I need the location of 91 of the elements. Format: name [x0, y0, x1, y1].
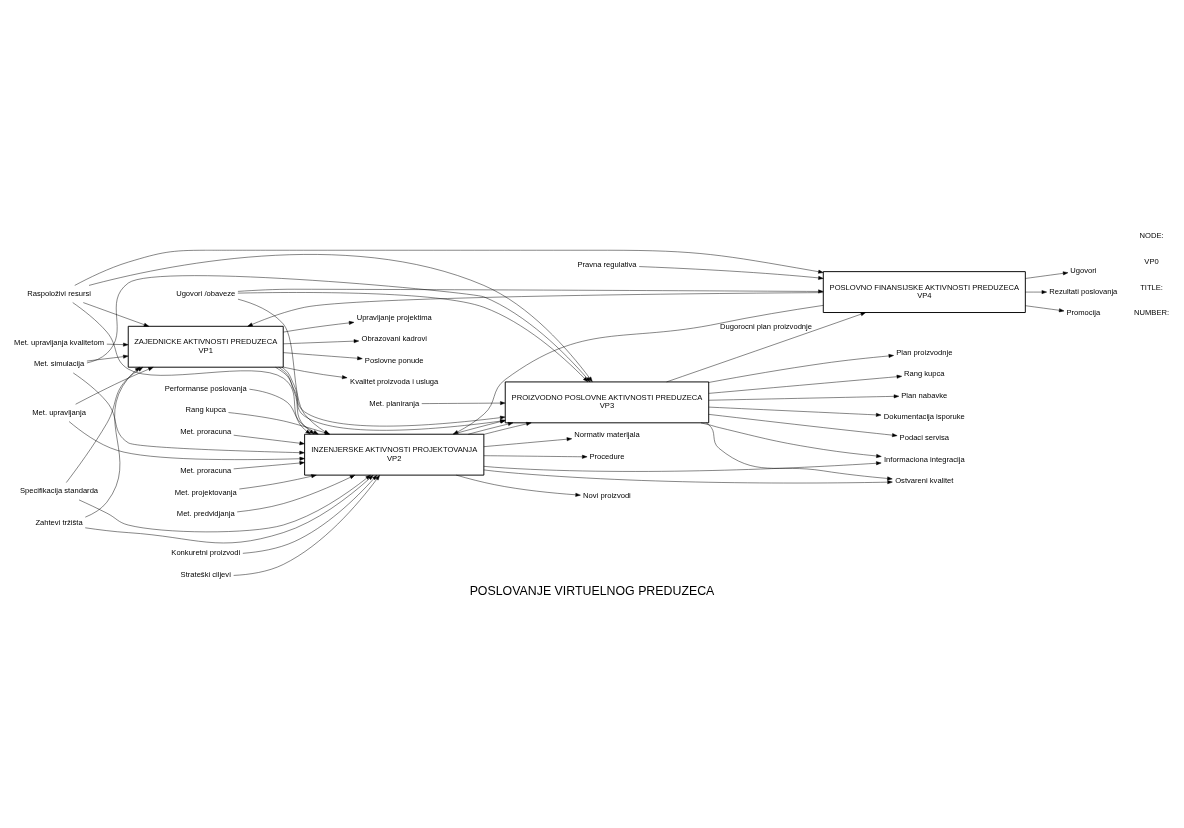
node-text: Obrazovani kadrovi: [361, 333, 427, 343]
node-text: Zahtevi tržišta: [35, 517, 83, 527]
arrow: [700, 422, 882, 458]
arrow: [452, 419, 506, 434]
node-text: Poslovne ponude: [364, 355, 424, 365]
node-text: Procedure: [589, 451, 625, 461]
arrow: [283, 366, 348, 379]
node-text: Novi proizvodi: [583, 490, 631, 500]
arrow: [283, 338, 360, 344]
arrow: [83, 301, 150, 327]
node-text: Rezultati poslovanja: [1049, 286, 1118, 296]
arrow: [1025, 270, 1069, 279]
node-text: Met. predvidjanja: [176, 508, 235, 518]
arrow: [283, 320, 355, 332]
arrow: [74, 249, 824, 286]
node-text: Met. proracuna: [180, 426, 232, 436]
node-text: Ostvareni kvalitet: [895, 475, 954, 485]
arrow: [453, 304, 824, 434]
arrow: [468, 421, 514, 434]
arrow: [242, 474, 378, 554]
arrow: [66, 366, 144, 483]
node-box: POSLOVNO FINANSIJSKE AKTIVNOSTI PREDUZECA VP4: [822, 270, 1026, 313]
arrow: [708, 353, 894, 383]
node-text: Met. projektovanja: [174, 487, 237, 497]
arrow: [666, 311, 866, 382]
arrow: [706, 422, 893, 480]
arrow: [249, 388, 319, 434]
node-text: Met. simulacija: [33, 358, 85, 368]
node-text: Met. upravljanja: [32, 407, 86, 417]
arrow: [456, 474, 581, 497]
node-text: Specifikacija standarda: [20, 485, 99, 495]
label: NUMBER:: [1134, 307, 1170, 317]
arrow: [708, 413, 898, 437]
node-text: Met. proracuna: [180, 465, 232, 475]
arrow: [1025, 289, 1047, 294]
node-text: Performanse poslovanja: [164, 383, 247, 393]
label: VP0: [1144, 256, 1159, 266]
arrow: [237, 288, 824, 293]
arrow: [233, 474, 380, 576]
node-text: Podaci servisa: [899, 432, 950, 442]
node-box: ZAJEDNICKE AKTIVNOSTI PREDUZECA VP1: [127, 325, 284, 368]
arrow: [85, 474, 374, 543]
node-text: Met. upravljanja kvalitetom: [14, 337, 105, 347]
arrow: [421, 400, 506, 405]
arrow: [708, 406, 882, 417]
node-text: Upravljanje projektima: [356, 312, 432, 322]
arrow: [483, 454, 588, 459]
arrow: [283, 351, 363, 360]
arrow: [483, 469, 893, 484]
arrow: [75, 366, 154, 404]
node-text: Konkuretni proizvodi: [171, 547, 241, 557]
arrow: [236, 474, 356, 512]
node-text: Rang kupca: [185, 404, 226, 414]
arrow: [239, 473, 317, 489]
arrow: [1025, 304, 1065, 312]
node-text: Met. planiranja: [369, 398, 420, 408]
edge-label: Dugorocni plan proizvodnje: [719, 321, 813, 331]
arrow: [708, 374, 902, 394]
node-text: Kvalitet proizvoda i usluga: [350, 376, 439, 386]
node-text: Raspoloživi resursi: [27, 288, 91, 298]
node-text: Plan nabavke: [901, 390, 948, 400]
node-text: Dokumentacija isporuke: [883, 411, 965, 421]
arrow: [106, 342, 129, 346]
arrow: [78, 474, 371, 532]
arrow: [68, 420, 305, 461]
node-text: Pravna regulativa: [577, 259, 637, 269]
arrow: [233, 460, 305, 469]
arrow: [86, 354, 129, 361]
node-text: Strateški ciljevi: [180, 569, 231, 579]
label: NODE:: [1139, 230, 1164, 240]
node-text: Normativ materijala: [574, 429, 640, 439]
label: TITLE:: [1140, 282, 1163, 292]
arrow: [73, 372, 305, 455]
node-box: PROIZVODNO POSLOVNE AKTIVNOSTI PREDUZECA VP3: [504, 380, 710, 423]
node-text: Ugovori: [1070, 265, 1097, 274]
arrow: [247, 291, 824, 327]
node-text: Promocija: [1066, 307, 1101, 317]
arrow: [638, 265, 824, 280]
node-text: Informaciona integracija: [884, 454, 965, 464]
arrow: [72, 301, 311, 434]
arrow: [233, 434, 305, 445]
node-text: Ugovori /obaveze: [176, 288, 236, 298]
arrow: [708, 393, 900, 400]
arrow: [483, 436, 572, 447]
node-text: Plan proizvodnje: [896, 347, 953, 357]
diagram-title: POSLOVANJE VIRTUELNOG PREDUZECA: [469, 583, 715, 598]
arrow: [85, 366, 141, 517]
arrow: [483, 460, 882, 472]
arrow: [483, 421, 532, 435]
arrow: [278, 366, 315, 434]
node-text: Rang kupca: [904, 368, 945, 378]
